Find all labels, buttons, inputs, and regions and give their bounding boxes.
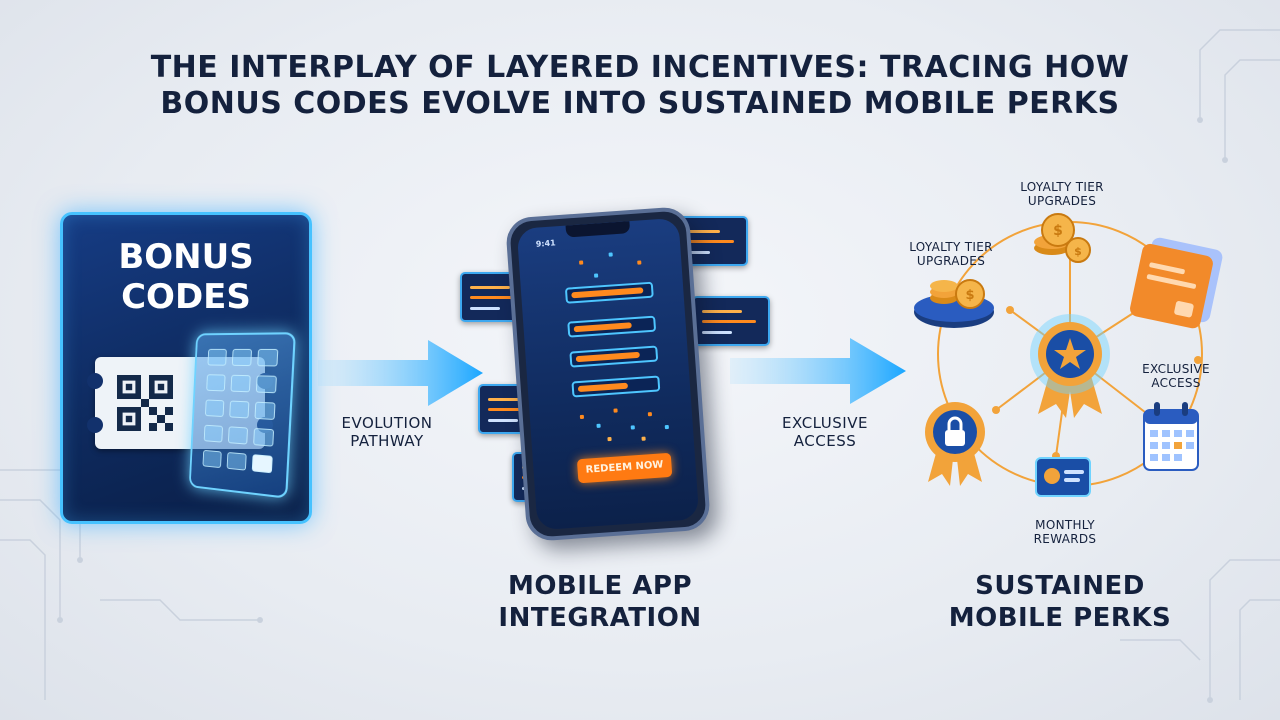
redeem-now-button[interactable]: REDEEM NOW [576, 452, 673, 484]
monthly-rewards-label: MONTHLY REWARDS [1010, 518, 1120, 546]
exclusive-access-perk-label: EXCLUSIVE ACCESS [1126, 362, 1226, 390]
exclusive-access-label: EXCLUSIVE ACCESS [760, 414, 890, 450]
exclusive-perk-line-1: EXCLUSIVE [1142, 362, 1210, 376]
bonus-codes-line-2: CODES [121, 277, 251, 317]
evolution-label-line-1: EVOLUTION [341, 414, 433, 432]
loyalty-left-line-1: LOYALTY TIER [909, 240, 993, 254]
exclusive-access-arrow [730, 338, 906, 404]
status-time: 9:41 [535, 238, 556, 249]
credit-card-icon [1130, 237, 1223, 329]
loyalty-top-line-2: UPGRADES [1027, 194, 1097, 208]
qr-code-icon [117, 375, 173, 431]
phone-mockup: 9:41 REDEEM NOW [504, 205, 712, 543]
progress-bar [571, 375, 661, 398]
phone-screen: 9:41 REDEEM NOW [516, 217, 700, 531]
keypad-icon [188, 332, 296, 499]
page-title: THE INTERPLAY OF LAYERED INCENTIVES: TRA… [0, 50, 1280, 122]
monthly-line-2: REWARDS [1033, 532, 1097, 546]
sustained-line-2: MOBILE PERKS [948, 603, 1172, 633]
svg-text:$: $ [1074, 245, 1082, 258]
sustained-line-1: SUSTAINED [975, 571, 1145, 601]
progress-bar [564, 281, 654, 304]
title-line-1: THE INTERPLAY OF LAYERED INCENTIVES: TRA… [150, 50, 1130, 85]
loyalty-left-line-2: UPGRADES [916, 254, 986, 268]
mobile-app-line-2: INTEGRATION [498, 603, 702, 633]
svg-text:$: $ [965, 288, 974, 303]
rewards-card-icon [1035, 457, 1091, 497]
bonus-codes-card: BONUS CODES [60, 212, 312, 524]
monthly-line-1: MONTHLY [1035, 518, 1095, 532]
phone-notch [565, 221, 631, 238]
progress-bar [567, 315, 657, 338]
mobile-app-integration-label: MOBILE APP INTEGRATION [470, 570, 730, 634]
bonus-codes-line-1: BONUS [118, 237, 254, 277]
exclusive-access-line-2: ACCESS [793, 432, 857, 450]
exclusive-access-line-1: EXCLUSIVE [782, 414, 868, 432]
loyalty-tier-label-left: LOYALTY TIER UPGRADES [896, 240, 1006, 268]
lock-badge-icon [925, 402, 985, 486]
star-badge-icon [1030, 314, 1110, 418]
evolution-label-line-2: PATHWAY [350, 432, 424, 450]
svg-text:$: $ [1053, 223, 1063, 239]
loyalty-top-line-1: LOYALTY TIER [1020, 180, 1104, 194]
exclusive-perk-line-2: ACCESS [1151, 376, 1201, 390]
progress-bar [569, 345, 659, 368]
evolution-pathway-label: EVOLUTION PATHWAY [322, 414, 452, 450]
loyalty-tier-label-top: LOYALTY TIER UPGRADES [1002, 180, 1122, 208]
coins-icon: $ $ [1034, 213, 1091, 263]
sustained-mobile-perks-label: SUSTAINED MOBILE PERKS [920, 570, 1200, 634]
bonus-codes-title: BONUS CODES [63, 237, 309, 317]
calendar-icon [1143, 402, 1199, 471]
coin-stack-icon: $ [914, 279, 994, 328]
mobile-app-line-1: MOBILE APP [507, 571, 693, 601]
evolution-arrow [318, 340, 483, 406]
title-line-2: BONUS CODES EVOLVE INTO SUSTAINED MOBILE… [160, 86, 1120, 121]
